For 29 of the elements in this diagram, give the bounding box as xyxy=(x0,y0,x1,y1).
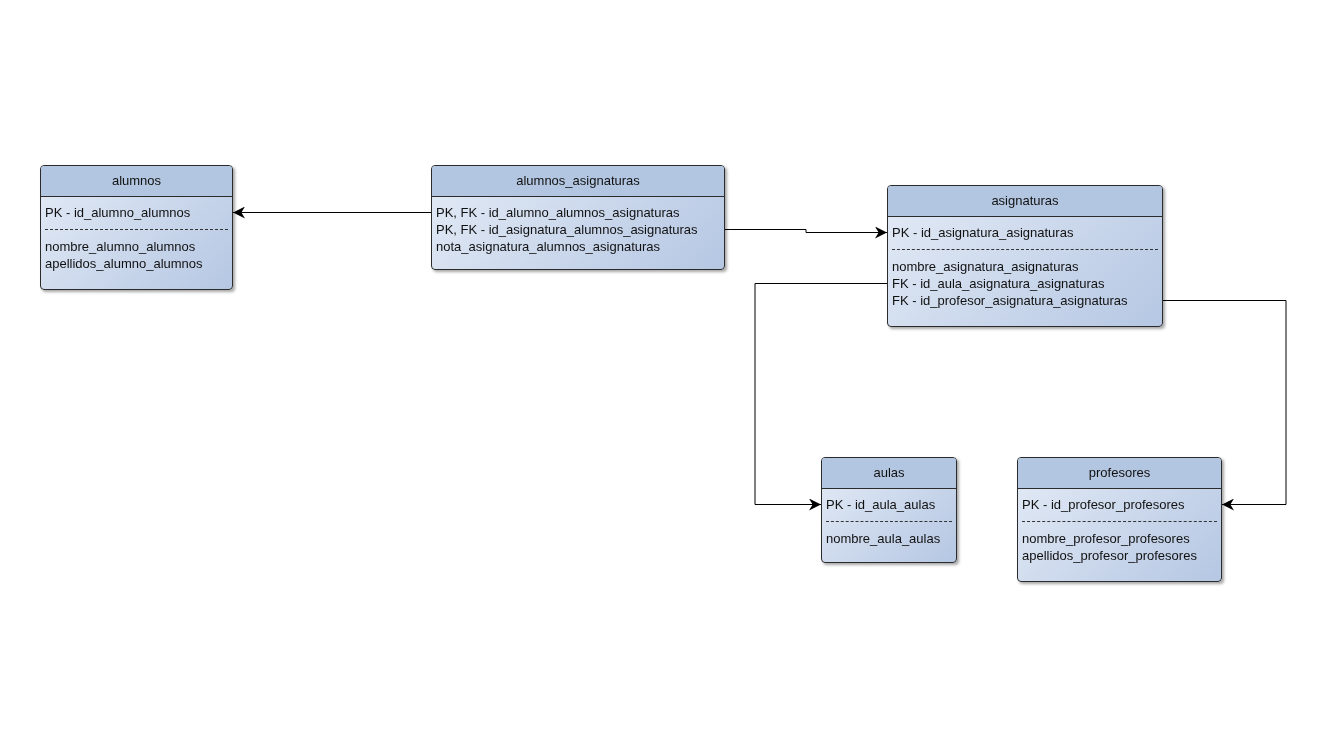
relationship-arrow xyxy=(724,226,888,239)
table-field: PK - id_aula_aulas xyxy=(822,496,956,513)
entity-table xyxy=(40,165,233,290)
table-field: apellidos_profesor_profesores xyxy=(1018,547,1221,564)
table-field: FK - id_aula_asignatura_asignaturas xyxy=(888,275,1162,292)
table-title: alumnos xyxy=(41,166,232,197)
table-field: FK - id_profesor_asignatura_asignaturas xyxy=(888,292,1162,309)
table-field: nota_asignatura_alumnos_asignaturas xyxy=(432,238,724,255)
table-field: PK - id_profesor_profesores xyxy=(1018,496,1221,513)
table-title: alumnos_asignaturas xyxy=(432,166,724,197)
table-field: PK - id_asignatura_asignaturas xyxy=(888,224,1162,241)
table-field: PK, FK - id_alumno_alumnos_asignaturas xyxy=(432,204,724,221)
entity-table xyxy=(887,185,1163,327)
table-title: asignaturas xyxy=(888,186,1162,217)
table-title: profesores xyxy=(1018,458,1221,489)
table-field: nombre_asignatura_asignaturas xyxy=(892,249,1158,275)
table-field: apellidos_alumno_alumnos xyxy=(41,255,232,272)
relationship-arrow xyxy=(232,206,432,219)
table-field: nombre_aula_aulas xyxy=(826,521,952,547)
table-title: aulas xyxy=(822,458,956,489)
entity-table xyxy=(431,165,725,270)
table-field: PK - id_alumno_alumnos xyxy=(41,204,232,221)
entity-table xyxy=(821,457,957,563)
table-field: PK, FK - id_asignatura_alumnos_asignaturas xyxy=(432,221,724,238)
table-field: nombre_profesor_profesores xyxy=(1022,521,1217,547)
entity-table xyxy=(1017,457,1222,582)
relationship-arrow xyxy=(1162,300,1287,511)
table-field: nombre_alumno_alumnos xyxy=(45,229,228,255)
relationship-arrow xyxy=(754,283,888,511)
